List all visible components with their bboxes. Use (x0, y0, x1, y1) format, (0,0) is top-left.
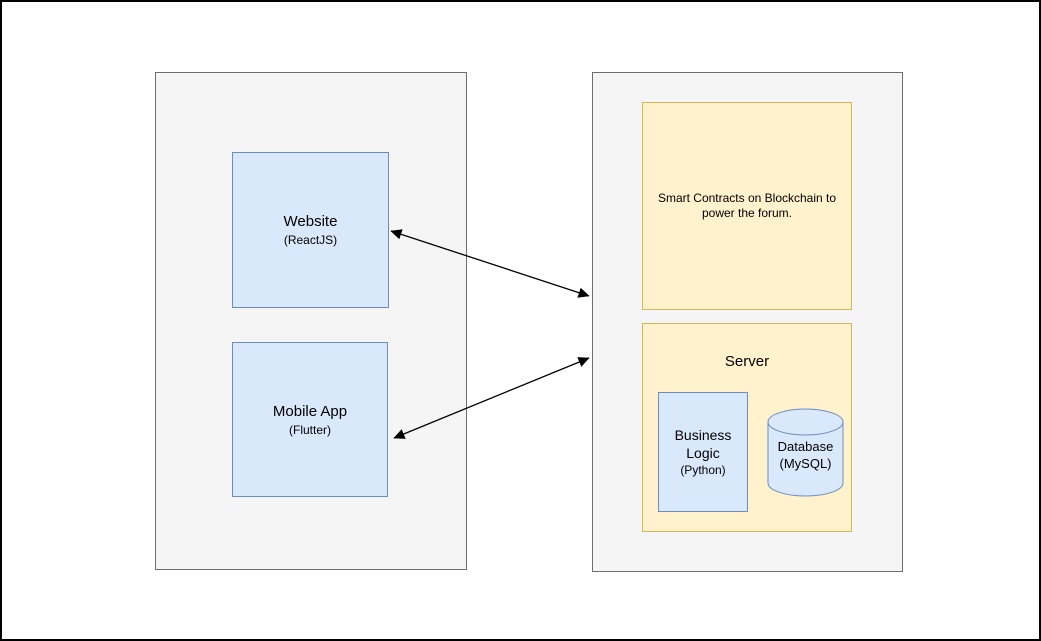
mobile-app-node: Mobile App (Flutter) (232, 342, 388, 497)
database-label: Database (MySQL) (767, 438, 844, 472)
database-node: Database (MySQL) (767, 408, 844, 497)
website-node: Website (ReactJS) (232, 152, 389, 308)
database-title: Database (777, 439, 834, 454)
website-title: Website (283, 213, 338, 230)
server-title: Server (724, 353, 770, 370)
business-logic-node: Business Logic (Python) (658, 392, 748, 512)
mobile-app-subtitle: (Flutter) (289, 422, 331, 437)
smart-contracts-node: Smart Contracts on Blockchain to power t… (642, 102, 852, 310)
website-subtitle: (ReactJS) (283, 233, 338, 247)
business-logic-subtitle: (Python) (680, 463, 726, 477)
business-logic-title: Business Logic (674, 427, 732, 461)
mobile-app-title: Mobile App (272, 402, 348, 420)
database-subtitle: (MySQL) (779, 456, 832, 471)
database-cylinder-icon (767, 408, 844, 497)
smart-contracts-label: Smart Contracts on Blockchain to power t… (657, 191, 837, 220)
